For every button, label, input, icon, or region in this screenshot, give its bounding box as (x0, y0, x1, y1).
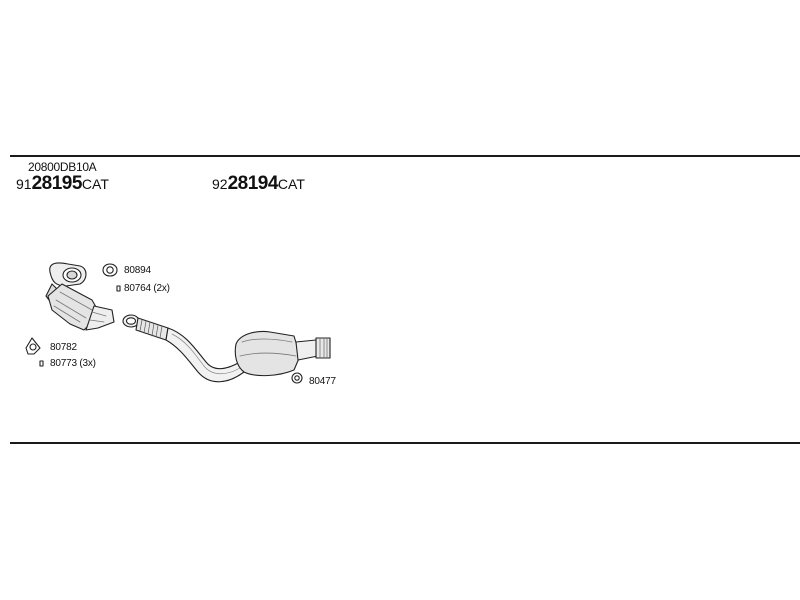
part-number-suffix: CAT (277, 176, 305, 192)
part-number-catalytic-converter-1: 9128195CAT (16, 174, 109, 193)
part-number-value: 28194 (227, 173, 279, 194)
gasket-upper-icon (102, 263, 118, 277)
bolt-left-icon (39, 360, 44, 367)
part-number-suffix: CAT (81, 176, 109, 192)
assembly-code: 20800DB10A (28, 160, 97, 174)
callout-gasket-left: 80782 (50, 342, 77, 353)
catalytic-converter-right (122, 314, 331, 383)
catalytic-converter-left (45, 262, 115, 331)
callout-gasket-upper: 80894 (124, 265, 151, 276)
bottom-divider-line (10, 442, 800, 444)
part-number-catalytic-converter-2: 9228194CAT (212, 174, 305, 193)
callout-clamp-right: 80477 (309, 376, 336, 387)
bolt-upper-icon (116, 285, 121, 292)
part-number-prefix: 92 (212, 176, 228, 192)
gasket-left-icon (25, 337, 41, 355)
clamp-right-icon (291, 372, 303, 384)
callout-bolt-left: 80773 (3x) (50, 358, 96, 369)
part-number-prefix: 91 (16, 176, 32, 192)
part-number-value: 28195 (31, 173, 83, 194)
callout-bolt-upper: 80764 (2x) (124, 283, 170, 294)
top-divider-line (10, 155, 800, 157)
